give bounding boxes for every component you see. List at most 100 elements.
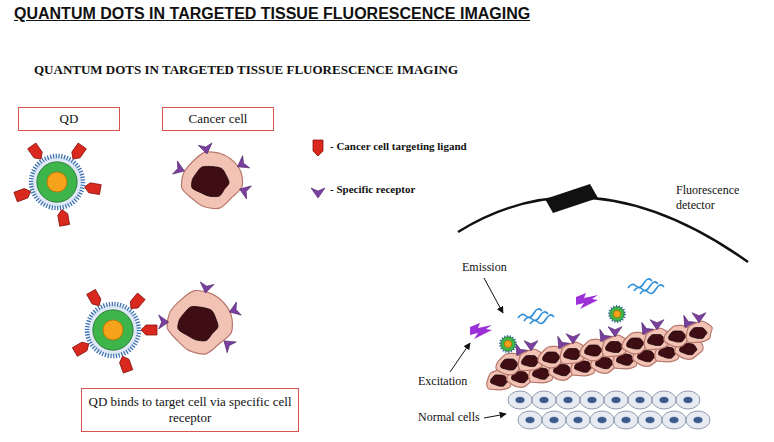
label-box: QD (18, 107, 120, 131)
specific-receptor (311, 188, 325, 198)
box-text: QD binds to target cell via specific cel… (88, 394, 292, 427)
leader-arrow (450, 343, 470, 372)
box-text: QD (60, 111, 79, 127)
quantum-dot (72, 289, 157, 373)
label-text: Normal cells (418, 410, 480, 425)
emission-wave (530, 315, 554, 324)
specific-receptor (692, 313, 706, 323)
leader-arrow (484, 414, 506, 418)
quantum-dot (14, 143, 101, 226)
normal-nucleus (635, 397, 645, 404)
targeting-ligand (69, 143, 86, 162)
specific-receptor (199, 282, 215, 294)
quantum-dot (500, 336, 516, 352)
emission-wave (628, 279, 652, 288)
normal-cell (590, 411, 614, 429)
cell-nucleus (491, 375, 508, 386)
normal-cell (518, 411, 542, 429)
emission-wave (518, 309, 542, 318)
specific-receptor (524, 341, 538, 351)
targeting-ligand (313, 140, 323, 156)
cell-nucleus (192, 166, 229, 196)
specific-receptor (173, 161, 187, 178)
specific-receptor (198, 143, 214, 155)
cell-nucleus (627, 338, 644, 349)
normal-nucleus (669, 417, 679, 424)
label-text: Fluorescence detector (676, 183, 754, 213)
qd-core (47, 172, 67, 192)
qd-shell (37, 162, 77, 202)
cell-body (686, 321, 712, 342)
qd-core (504, 340, 511, 347)
normal-cell (662, 411, 686, 429)
normal-nucleus (621, 417, 631, 424)
targeting-ligand (57, 209, 70, 226)
normal-nucleus (525, 417, 535, 424)
qd-shell (610, 307, 624, 321)
specific-receptor (220, 336, 237, 353)
cell-nucleus (178, 307, 218, 341)
legend-text: - Specific receptor (330, 183, 415, 195)
specific-receptor (159, 315, 169, 329)
cell-nucleus (522, 355, 539, 366)
normal-nucleus (587, 397, 597, 404)
cell-nucleus (648, 334, 665, 345)
emission-wave (640, 285, 664, 294)
targeting-ligand (141, 325, 157, 335)
qd-core (103, 320, 123, 340)
specific-receptor (608, 327, 622, 337)
emission-wave (634, 282, 658, 291)
excitation-bolt (576, 293, 598, 309)
box-text: Cancer cell (189, 111, 248, 127)
normal-nucleus (515, 397, 525, 404)
normal-nucleus (693, 417, 703, 424)
qd-shell (93, 310, 133, 350)
normal-cell (580, 391, 604, 409)
normal-nucleus (539, 397, 549, 404)
targeting-ligand (14, 187, 32, 202)
normal-cell (638, 411, 662, 429)
targeting-ligand (127, 293, 145, 312)
normal-cell (604, 391, 628, 409)
legend-text: - Cancer cell targeting ligand (330, 140, 467, 152)
normal-cell (556, 391, 580, 409)
normal-nucleus (563, 397, 573, 404)
excitation-bolt (470, 323, 492, 339)
cancer-cell (686, 313, 712, 343)
normal-cell (566, 411, 590, 429)
specific-receptor (237, 182, 251, 199)
specific-receptor (650, 320, 664, 330)
label-text: Excitation (418, 374, 467, 389)
normal-cell (652, 391, 676, 409)
fluorescence-detector (545, 184, 598, 213)
normal-cell (686, 411, 710, 429)
cell-nucleus (543, 352, 560, 363)
normal-nucleus (549, 417, 559, 424)
cell-body (167, 290, 232, 354)
normal-nucleus (645, 417, 655, 424)
normal-cells (508, 391, 710, 429)
qd-coating (609, 306, 625, 322)
label-box: Cancer cell (162, 107, 274, 131)
label-box: QD binds to target cell via specific cel… (81, 388, 299, 432)
cell-nucleus (606, 341, 623, 352)
qd-coating (87, 304, 139, 356)
cell-body (181, 152, 242, 209)
normal-cell (532, 391, 556, 409)
label-text: QUANTUM DOTS IN TARGETED TISSUE FLUORESC… (34, 62, 458, 78)
label-text: Emission (462, 260, 507, 275)
targeting-ligand (28, 143, 45, 162)
leader-arrow (484, 278, 503, 313)
specific-receptor (566, 334, 580, 344)
normal-cell (628, 391, 652, 409)
cancer-cell (159, 282, 242, 354)
cell-nucleus (669, 331, 686, 342)
normal-nucleus (597, 417, 607, 424)
cell-nucleus (585, 345, 602, 356)
qd-coating (500, 336, 516, 352)
normal-cell (676, 391, 700, 409)
page-title: QUANTUM DOTS IN TARGETED TISSUE FLUORESC… (14, 5, 530, 23)
cell-nucleus (690, 327, 707, 338)
normal-cell (508, 391, 532, 409)
normal-nucleus (683, 397, 693, 404)
